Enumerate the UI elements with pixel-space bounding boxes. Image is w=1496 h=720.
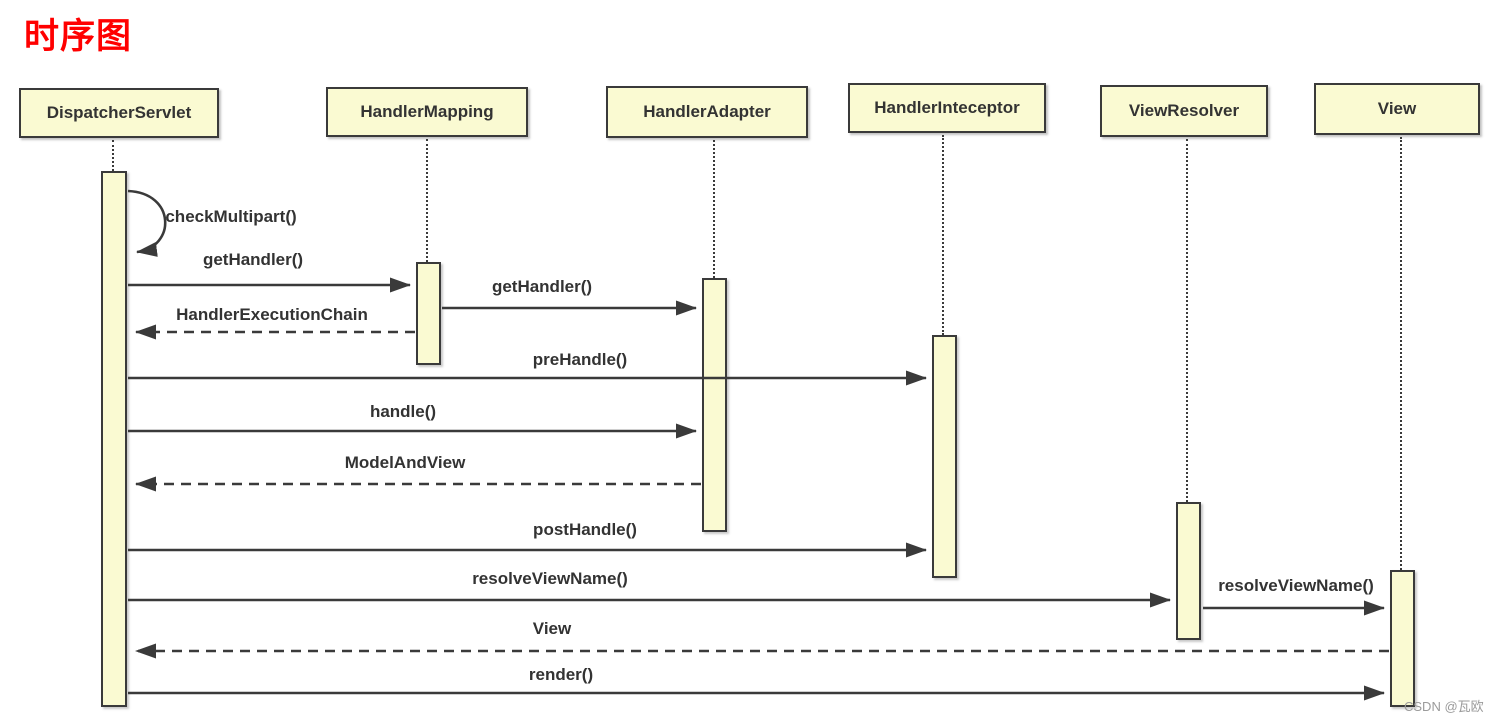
message-label-pre-handle: preHandle() xyxy=(532,350,628,369)
message-label-resolve-view-name-2: resolveViewName() xyxy=(1218,576,1374,595)
activation-handler-inteceptor xyxy=(932,335,957,578)
activation-view xyxy=(1390,570,1415,707)
activation-view-resolver xyxy=(1176,502,1201,640)
activation-handler-adapter xyxy=(702,278,727,532)
message-label-check-multipart: checkMultipart() xyxy=(165,207,297,226)
message-label-post-handle: postHandle() xyxy=(533,520,637,539)
participant-label: HandlerMapping xyxy=(360,102,494,121)
message-label-get-handler-1: getHandler() xyxy=(202,250,304,269)
participant-dispatcher-servlet: DispatcherServlet xyxy=(19,88,219,138)
message-label-handle: handle() xyxy=(369,402,437,421)
participant-view-resolver: ViewResolver xyxy=(1100,85,1268,137)
message-label-resolve-view-name-1: resolveViewName() xyxy=(472,569,628,588)
message-label-model-and-view: ModelAndView xyxy=(344,453,466,472)
message-label-render: render() xyxy=(528,665,594,684)
participant-handler-inteceptor: HandlerInteceptor xyxy=(848,83,1046,133)
csdn-watermark: CSDN @瓦欧 xyxy=(1404,699,1484,714)
activation-handler-mapping xyxy=(416,262,441,365)
participant-label: View xyxy=(1377,99,1417,118)
participant-handler-adapter: HandlerAdapter xyxy=(606,86,808,138)
participant-label: ViewResolver xyxy=(1128,101,1240,120)
activation-dispatcher-servlet xyxy=(101,171,127,707)
message-label-handler-execution-chain: HandlerExecutionChain xyxy=(176,305,368,324)
lifeline-view-resolver xyxy=(1186,139,1188,502)
participant-label: HandlerAdapter xyxy=(643,102,771,121)
message-label-get-handler-2: getHandler() xyxy=(491,277,593,296)
participant-view: View xyxy=(1314,83,1480,135)
diagram-title: 时序图 xyxy=(24,17,133,56)
arrow-check-multipart xyxy=(127,189,167,257)
participant-label: DispatcherServlet xyxy=(46,103,192,122)
message-label-view-return: View xyxy=(532,619,572,638)
participant-label: HandlerInteceptor xyxy=(874,98,1020,117)
lifeline-dispatcher-servlet xyxy=(112,140,114,171)
lifeline-handler-mapping xyxy=(426,139,428,262)
lifeline-handler-adapter xyxy=(713,140,715,278)
lifeline-handler-inteceptor xyxy=(942,135,944,335)
lifeline-view xyxy=(1400,137,1402,570)
participant-handler-mapping: HandlerMapping xyxy=(326,87,528,137)
